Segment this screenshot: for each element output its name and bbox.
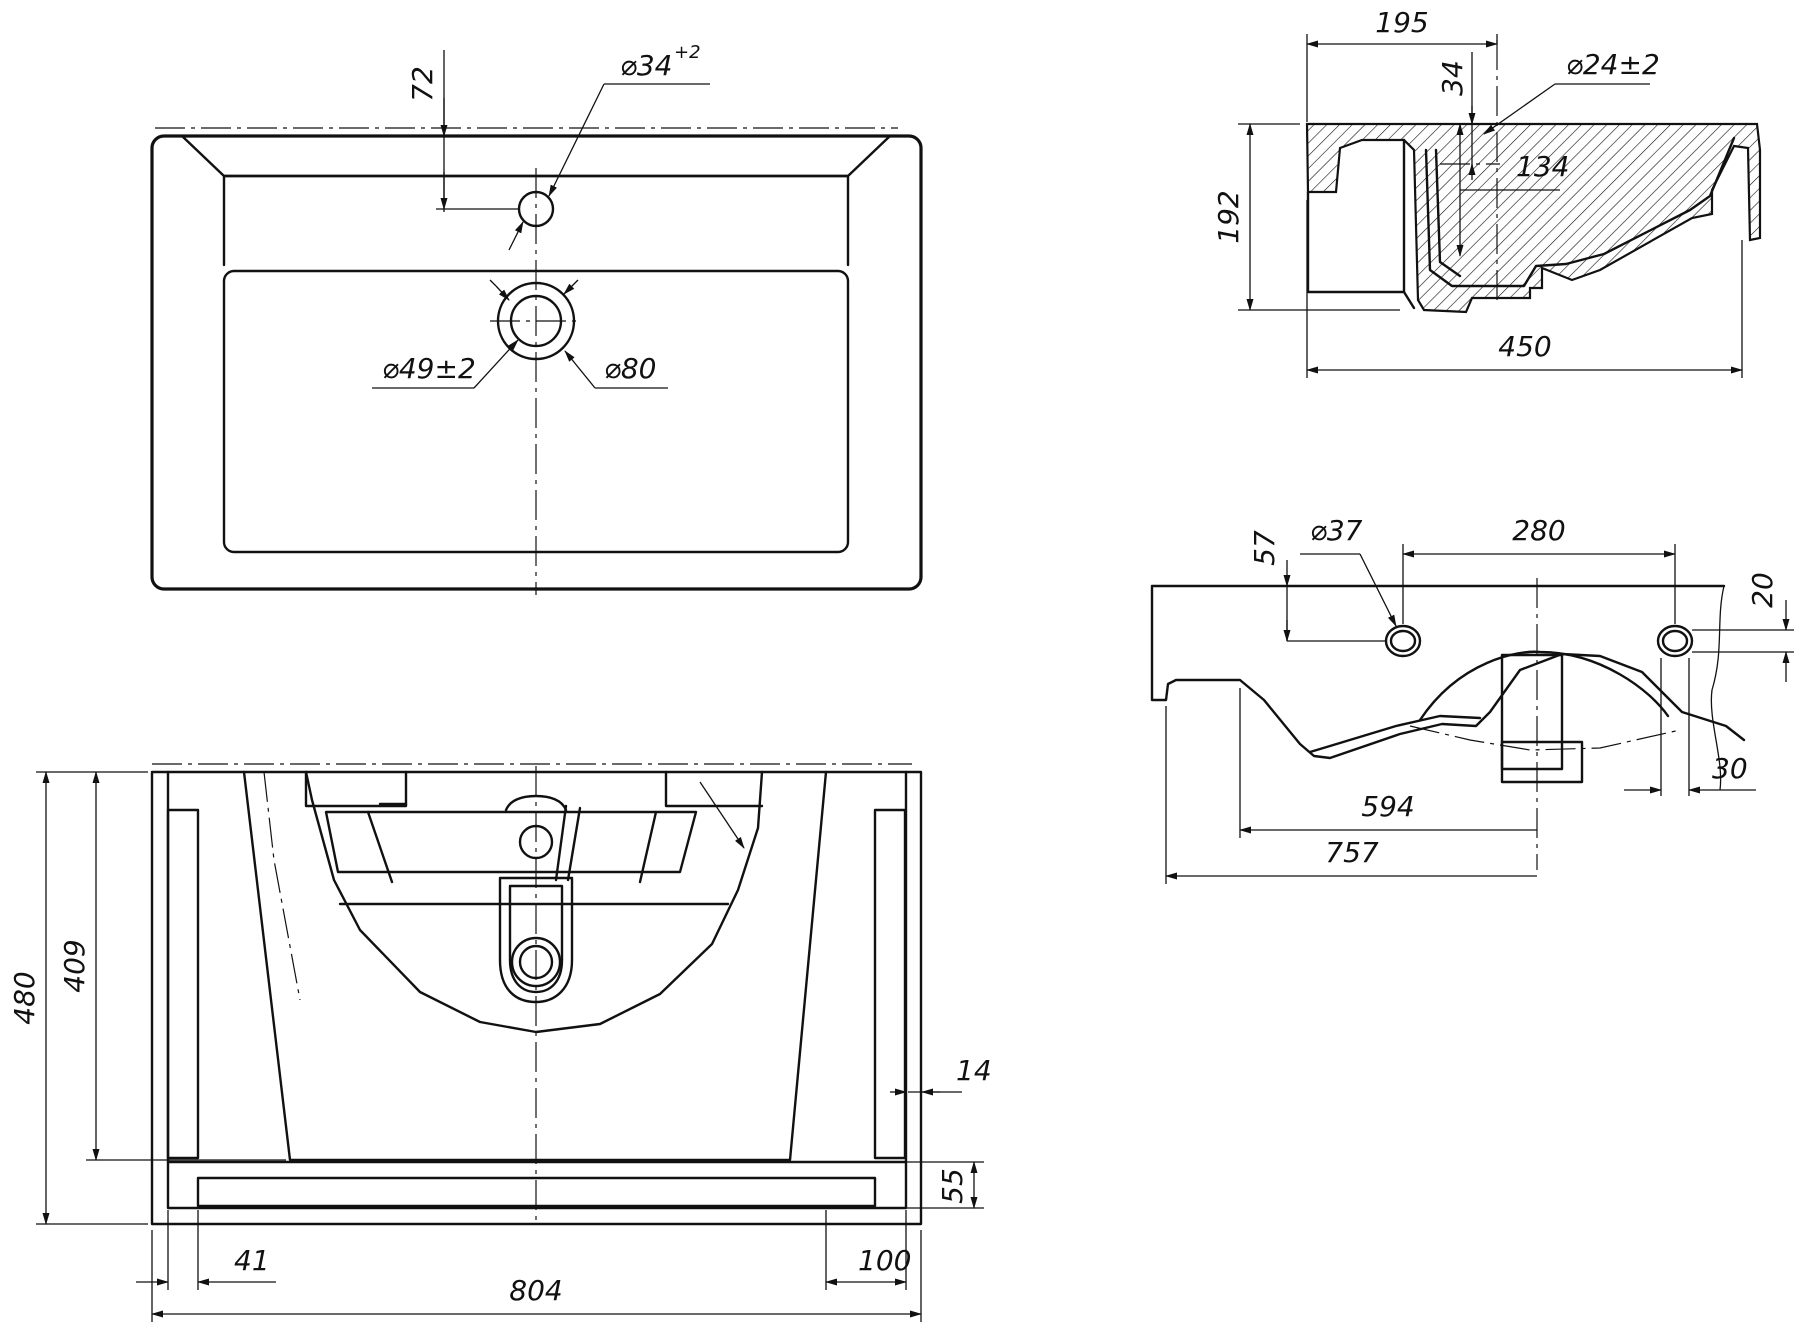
dim-front-half-width: 757: [1325, 836, 1379, 869]
bottom-left-rail: [166, 808, 200, 1160]
dim-side-total-depth: 450: [1498, 330, 1551, 363]
dim-front-hole-diameter: ⌀37: [1310, 514, 1363, 547]
bottom-inner-bowl: [324, 810, 698, 874]
dim-bottom-left-offset: 41: [234, 1244, 270, 1277]
front-drain-base: [1500, 740, 1584, 784]
front-drain-rect: [1500, 653, 1564, 771]
front-outline: [1150, 584, 1746, 760]
dim-bottom-total-width: 804: [509, 1274, 562, 1307]
bottom-bowl-dashline: [263, 771, 301, 1001]
bottom-drain-column-inner: [508, 884, 564, 994]
dim-front-hole-spacing: 280: [1512, 514, 1565, 547]
bottom-drain-strut: [554, 804, 582, 882]
side-overflow-channel: [1434, 148, 1462, 278]
dim-side-overflow-depth: 134: [1516, 150, 1569, 183]
front-hole-right: [1656, 624, 1694, 658]
side-body-lower: [1306, 190, 1416, 310]
bottom-inner-bowl-lines: [338, 802, 730, 906]
front-hole-right-inner: [1661, 629, 1689, 653]
dim-bottom-right-offset: 100: [858, 1244, 911, 1277]
front-view: 57 ⌀37 280 20 30 594 757: [1150, 514, 1794, 884]
bottom-bowl-trapezoid: [242, 770, 828, 1162]
bottom-right-rail: [873, 808, 907, 1160]
dim-tap-hole-offset: 72: [406, 66, 439, 102]
front-hole-left: [1384, 624, 1422, 658]
bottom-top-notch: [304, 770, 764, 808]
dim-bottom-inner-depth: 409: [58, 939, 91, 992]
dim-side-overflow-diameter: ⌀24±2: [1566, 48, 1660, 81]
top-bevel-sides: [222, 174, 850, 267]
bottom-front-rail: [196, 1176, 877, 1208]
side-section: 195 34 ⌀24±2 134 192 450: [1212, 6, 1762, 378]
dim-bottom-wall-thickness: 14: [956, 1054, 992, 1087]
dim-tap-hole-tolerance: +2: [674, 42, 701, 63]
dim-tap-hole-diameter: ⌀34: [620, 49, 673, 82]
dim-drain-inner-diameter: ⌀49±2: [382, 352, 476, 385]
dim-side-total-height: 192: [1212, 190, 1245, 243]
front-hole-left-inner: [1389, 629, 1417, 653]
dim-front-hole-slot: 30: [1712, 752, 1748, 785]
dim-side-top-depth: 195: [1375, 6, 1428, 39]
dim-front-cutout-width: 594: [1361, 790, 1414, 823]
dim-bottom-total-depth: 480: [8, 971, 41, 1024]
dim-bottom-front-rail: 55: [936, 1168, 969, 1204]
dim-side-rim-height: 34: [1436, 60, 1469, 96]
side-bowl-inner: [1424, 136, 1736, 288]
dim-front-hole-height: 57: [1248, 530, 1281, 566]
bottom-view: 480 409 14 55 41 100 804: [8, 763, 992, 1322]
front-bowl-lower: [1308, 714, 1482, 754]
dim-front-rim-offset: 20: [1746, 572, 1779, 608]
bottom-inner-frame: [166, 770, 908, 1210]
front-bowl-dash: [1409, 725, 1681, 751]
side-section-hatched: [1305, 122, 1762, 314]
top-view: 72 ⌀34 +2 ⌀49±2 ⌀80: [150, 42, 923, 595]
front-bowl-arc: [1418, 650, 1670, 722]
dim-drain-outer-diameter: ⌀80: [604, 352, 657, 385]
front-right-break: [1710, 585, 1725, 791]
